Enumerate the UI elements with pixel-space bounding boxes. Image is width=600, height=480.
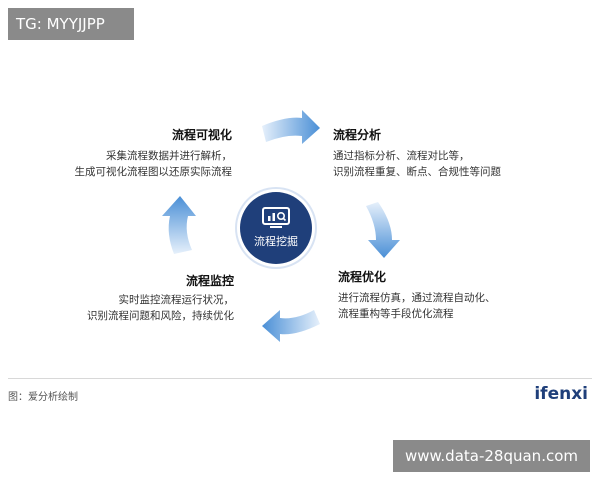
arrow-left (162, 196, 196, 254)
step-title-visualize: 流程可视化 (171, 128, 232, 142)
footer-divider (8, 378, 592, 379)
step-desc-monitor-1: 实时监控流程运行状况， (118, 294, 235, 306)
watermark-bottom: www.data-28quan.com (393, 440, 590, 472)
ifenxi-logo: ifenxi (534, 384, 588, 404)
step-desc-analyze-2: 识别流程重复、断点、合规性等问题 (333, 166, 501, 178)
step-title-monitor: 流程监控 (185, 274, 234, 288)
step-desc-optimize-2: 流程重构等手段优化流程 (338, 308, 454, 320)
step-desc-visualize-2: 生成可视化流程图以还原实际流程 (74, 166, 233, 178)
step-title-optimize: 流程优化 (338, 270, 387, 284)
arrow-top (262, 110, 320, 144)
center-badge: 流程挖掘 (240, 192, 312, 264)
step-desc-analyze-1: 通过指标分析、流程对比等， (333, 150, 470, 162)
center-label: 流程挖掘 (254, 235, 298, 248)
step-desc-optimize-1: 进行流程仿真，通过流程自动化、 (338, 292, 496, 304)
step-desc-visualize-1: 采集流程数据并进行解析， (106, 150, 232, 162)
source-note: 图：爱分析绘制 (8, 392, 78, 403)
step-desc-monitor-2: 识别流程问题和风险，持续优化 (87, 310, 234, 322)
arrow-bottom (262, 310, 320, 342)
chart-monitor-icon (262, 207, 290, 228)
watermark-top: TG: MYYJJPP (8, 8, 134, 40)
arrow-right (366, 202, 400, 258)
step-title-analyze: 流程分析 (333, 128, 382, 142)
